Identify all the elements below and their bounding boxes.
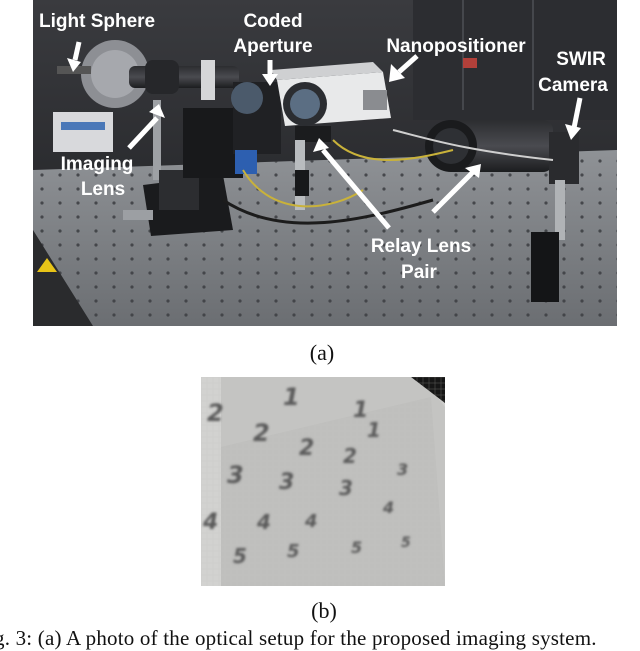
digit: 2 <box>207 399 224 427</box>
digit: 1 <box>353 398 368 423</box>
digit: 4 <box>304 511 318 532</box>
captured-image: 1 2 1 2 2 2 1 3 3 3 3 4 4 4 4 5 5 5 5 <box>201 377 445 586</box>
figure-caption: g. 3: (a) A photo of the optical setup f… <box>0 626 597 650</box>
digit: 4 <box>256 510 271 534</box>
label-relay-lens-line2: Pair <box>401 262 438 283</box>
digit: 3 <box>339 476 353 500</box>
digit: 5 <box>287 541 300 562</box>
digit: 2 <box>253 419 270 447</box>
digit: 4 <box>202 510 218 535</box>
caption-b: (b) <box>311 598 337 623</box>
digit: 1 <box>367 418 381 442</box>
digit: 5 <box>233 544 247 568</box>
digit: 3 <box>397 460 408 479</box>
digit: 5 <box>401 535 411 551</box>
caption-a: (a) <box>309 340 335 365</box>
digit: 2 <box>343 444 357 468</box>
digit: 5 <box>351 538 362 557</box>
captured-image-drawing: 1 2 1 2 2 2 1 3 3 3 3 4 4 4 4 5 5 5 5 <box>201 377 445 586</box>
digit: 3 <box>279 470 294 495</box>
callout-arrows <box>67 41 583 230</box>
label-imaging-lens-line2: Lens <box>81 179 125 200</box>
setup-photo-drawing: Light Sphere Coded Aperture Nanoposition… <box>33 0 617 326</box>
label-relay-lens-line1: Relay Lens <box>371 236 471 257</box>
digit: 1 <box>283 383 300 411</box>
label-coded-aperture-line2: Aperture <box>233 36 312 57</box>
setup-photo: Light Sphere Coded Aperture Nanoposition… <box>33 0 617 326</box>
label-imaging-lens-line1: Imaging <box>61 154 134 175</box>
digit: 4 <box>382 498 394 517</box>
digit: 3 <box>227 461 244 489</box>
digit-grid: 1 2 1 2 2 2 1 3 3 3 3 4 4 4 4 5 5 5 5 <box>202 383 411 568</box>
label-swir-line2: Camera <box>538 75 608 96</box>
label-swir-line1: SWIR <box>556 49 606 70</box>
label-nanopositioner: Nanopositioner <box>386 36 526 57</box>
label-light-sphere: Light Sphere <box>39 11 155 32</box>
label-coded-aperture-line1: Coded <box>243 11 302 32</box>
digit: 2 <box>299 436 314 461</box>
